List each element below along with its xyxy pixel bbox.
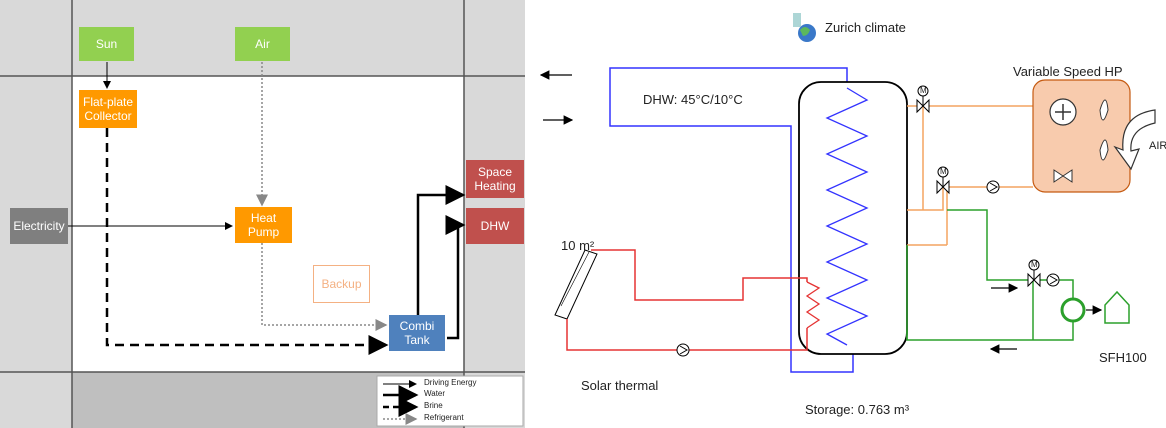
schematic-diagram: Zurich climate DHW: 45°C/10°C Variable S… xyxy=(525,0,1166,428)
solar-pump-icon xyxy=(676,343,690,357)
dhw-coil xyxy=(825,87,869,346)
heating-supply-pipe xyxy=(947,209,1074,305)
collector-to-tank-arrow xyxy=(105,128,389,355)
solar-coil xyxy=(805,281,821,329)
legend-water: Water xyxy=(424,389,446,398)
legend-brine: Brine xyxy=(424,401,443,410)
legend xyxy=(376,375,524,427)
backup-box: Backup xyxy=(313,265,370,303)
house-icon xyxy=(1104,290,1130,324)
pump-icon-heating xyxy=(1046,273,1060,287)
heat-emitter-icon xyxy=(1060,297,1086,323)
valve-label-3: M xyxy=(1031,260,1038,269)
solar-thermal-label: Solar thermal xyxy=(581,378,659,393)
storage-volume-label: Storage: 0.763 m³ xyxy=(805,402,910,417)
globe-icon xyxy=(793,13,816,42)
motor-valve-icon-1 xyxy=(916,85,930,114)
expansion-valve-icon xyxy=(1053,169,1073,183)
schematic-diagram-lines xyxy=(539,13,1156,373)
tank-to-dhw-arrow xyxy=(445,215,466,340)
fan-icon xyxy=(1099,99,1109,161)
air-label: AIR xyxy=(1149,140,1166,152)
dhw-temperature-label: DHW: 45°C/10°C xyxy=(643,92,743,107)
valve-label-1: M xyxy=(920,86,927,95)
climate-title: Zurich climate xyxy=(825,20,906,35)
collector-area-label: 10 m² xyxy=(561,238,595,253)
dhw-cold-pipe xyxy=(609,85,854,373)
solar-collector xyxy=(554,249,598,320)
heating-return-pipe xyxy=(906,318,1074,341)
tank-to-space-heating-arrow xyxy=(416,185,466,315)
heatpump-to-tank-arrow xyxy=(261,243,388,331)
motor-valve-icon-2 xyxy=(936,166,950,195)
legend-driving-energy: Driving Energy xyxy=(424,378,477,387)
electricity-box: Electricity xyxy=(10,208,68,244)
motor-valve-icon-3 xyxy=(1027,259,1041,288)
hp-return-pipe xyxy=(907,186,1033,211)
air-box: Air xyxy=(235,27,290,61)
dhw-hot-pipe xyxy=(609,67,848,88)
storage-tank xyxy=(798,81,908,355)
valve-label-2: M xyxy=(940,167,947,176)
building-label: SFH100 xyxy=(1099,350,1147,365)
heat-pump-label: Variable Speed HP xyxy=(1013,64,1123,79)
air-flow-icon xyxy=(1113,109,1156,171)
pump-icon-hp xyxy=(986,180,1000,194)
solar-hot-pipe xyxy=(591,249,808,301)
heat-pump-unit xyxy=(1032,79,1131,193)
sun-box: Sun xyxy=(79,27,134,61)
dhw-box: DHW xyxy=(466,208,524,244)
legend-refrigerant: Refrigerant xyxy=(424,413,464,422)
